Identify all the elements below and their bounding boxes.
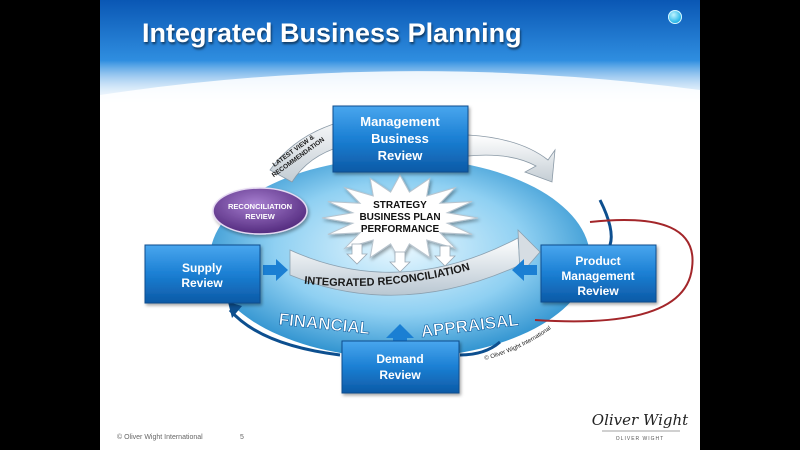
pmr-line2: Management bbox=[561, 269, 634, 283]
footer-copyright: © Oliver Wight International bbox=[117, 434, 203, 441]
mbr-line3: Review bbox=[378, 148, 424, 163]
header-swoosh bbox=[100, 71, 700, 110]
mbr-to-product-arrow bbox=[467, 134, 556, 183]
svg-text:STRATEGY: STRATEGY bbox=[373, 200, 427, 211]
pmr-line3: Review bbox=[577, 284, 619, 298]
mbr-line2: Business bbox=[371, 131, 429, 146]
supply-line1: Supply bbox=[182, 261, 222, 275]
cycle-arrow-right bbox=[598, 199, 613, 246]
reconciliation-review-line1: RECONCILIATION bbox=[228, 202, 292, 211]
management-business-review-box bbox=[332, 105, 469, 173]
slide-title: Integrated Business Planning bbox=[142, 18, 522, 48]
supply-review-box bbox=[144, 244, 261, 304]
strategy-text: STRATEGY BUSINESS PLAN PERFORMANCE bbox=[359, 200, 440, 235]
reconciliation-review bbox=[212, 187, 308, 235]
slide-indicator-icon bbox=[668, 10, 682, 24]
page-number: 5 bbox=[240, 434, 244, 441]
slide: INTEGRATED RECONCILIATION LATEST VIEW & … bbox=[100, 0, 700, 450]
demand-line1: Demand bbox=[376, 352, 423, 366]
mbr-line1: Management bbox=[360, 114, 440, 129]
demand-review-box bbox=[341, 340, 460, 394]
pmr-line1: Product bbox=[575, 254, 620, 268]
arrow-head-left bbox=[228, 302, 242, 318]
cycle-arrow-bottom-right bbox=[459, 340, 501, 357]
supply-right-arrow bbox=[263, 259, 288, 281]
product-left-arrow bbox=[512, 259, 537, 281]
strategy-down-arrows bbox=[346, 243, 456, 273]
supply-line2: Review bbox=[181, 276, 223, 290]
product-management-review-box bbox=[540, 244, 657, 303]
cycle-arrow-bottom-left bbox=[228, 309, 341, 357]
svg-text:Oliver Wight: Oliver Wight bbox=[592, 411, 689, 429]
demand-line2: Review bbox=[379, 368, 421, 382]
svg-text:BUSINESS PLAN: BUSINESS PLAN bbox=[359, 212, 440, 223]
ibp-diagram: INTEGRATED RECONCILIATION LATEST VIEW & … bbox=[100, 0, 700, 442]
reconciliation-review-line2: REVIEW bbox=[245, 212, 276, 221]
svg-text:PERFORMANCE: PERFORMANCE bbox=[361, 224, 440, 235]
oliver-wight-logo: Oliver Wight OLIVER WIGHT bbox=[592, 411, 689, 442]
loop-red bbox=[534, 218, 694, 323]
svg-text:OLIVER WIGHT: OLIVER WIGHT bbox=[616, 436, 664, 442]
